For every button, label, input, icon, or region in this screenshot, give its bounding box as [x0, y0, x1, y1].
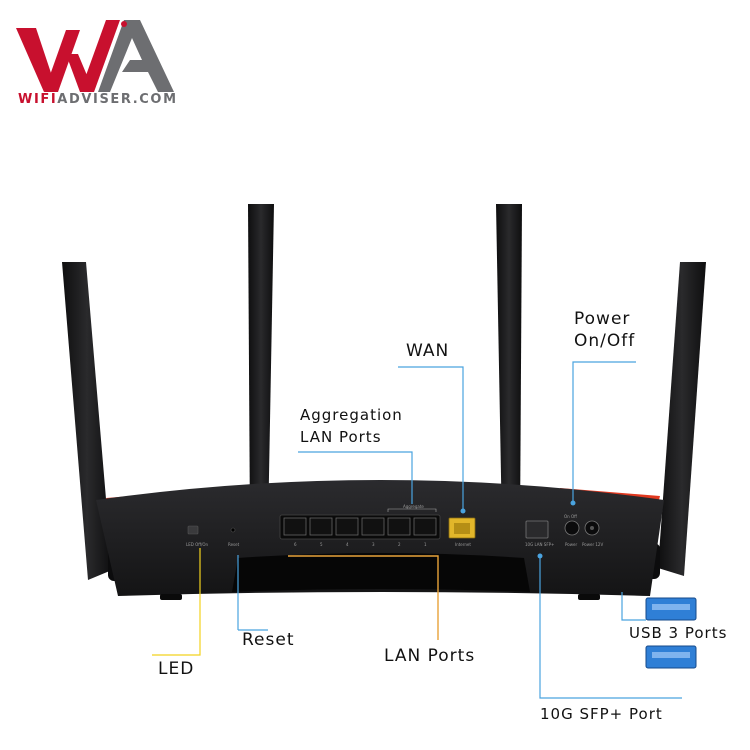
label-aggregation: Aggregation [300, 406, 403, 424]
wan-callout-dot [460, 508, 466, 514]
wan-callout-line [398, 366, 464, 510]
power-callout-line [572, 361, 636, 502]
led-switch [187, 525, 199, 535]
wifiadviser-logo [16, 20, 174, 92]
router-foot-left [160, 594, 182, 600]
power-button [564, 520, 580, 536]
sfp-callout-line [539, 556, 682, 699]
logo-dot [121, 21, 127, 27]
panel-port-1: 1 [424, 542, 427, 547]
panel-port-5: 5 [320, 542, 323, 547]
wan-port-socket [454, 523, 470, 534]
aggregate-bracket [387, 508, 437, 512]
lan-port-3 [335, 517, 359, 536]
antenna-inner-right [496, 204, 522, 530]
power-callout-dot [570, 500, 576, 506]
sfp-port [525, 520, 549, 539]
usb-callout-line [621, 592, 646, 621]
panel-led-text: LED Off/On [186, 542, 209, 547]
panel-sfp-text: 10G LAN SFP+ [525, 542, 554, 547]
reset-pinhole [230, 527, 236, 533]
led-callout-line [152, 548, 201, 656]
logo-text-adviser: ADVISER.COM [57, 92, 178, 107]
label-power: Power [574, 309, 631, 329]
label-lan-ports: LAN Ports [384, 646, 476, 666]
panel-reset-text: Reset [228, 542, 240, 547]
lan-port-4 [361, 517, 385, 536]
router-vent [232, 553, 530, 592]
logo-text-wifi: WIFI [18, 92, 58, 107]
lan-port-2 [309, 517, 333, 536]
label-led: LED [158, 659, 195, 679]
antenna-far-right [658, 262, 706, 576]
label-on-off: On/Off [574, 331, 636, 351]
sfp-callout-dot [537, 553, 543, 559]
lan-callout-line [288, 555, 439, 640]
panel-port-2: 2 [398, 542, 401, 547]
panel-port-3: 3 [372, 542, 375, 547]
usb-port-bottom-tongue [652, 652, 690, 658]
lan-port-5 [387, 517, 411, 536]
panel-power-marks: On Off [564, 514, 577, 519]
logo-a [98, 20, 174, 92]
label-aggregation-lan-ports: LAN Ports [300, 428, 382, 446]
lan-port-6 [413, 517, 437, 536]
power-jack-pin [590, 526, 594, 530]
router-foot-right [578, 594, 600, 600]
panel-aggregate-text: Aggregate [403, 504, 424, 509]
panel-power-text: Power [565, 542, 577, 547]
label-sfp-port: 10G SFP+ Port [540, 705, 663, 723]
logo-wordmark: WIFIADVISER.COM [18, 92, 178, 107]
label-usb-ports: USB 3 Ports [629, 624, 728, 642]
aggregation-callout-line [298, 451, 413, 504]
antenna-inner-left [248, 204, 274, 530]
panel-port-4: 4 [346, 542, 349, 547]
panel-internet-text: Internet [455, 542, 471, 547]
logo-w-left [16, 28, 52, 92]
label-reset: Reset [242, 630, 295, 650]
logo-w-arm [80, 20, 120, 92]
logo-w-mid [44, 30, 80, 92]
panel-power-in-text: Power 12V [582, 542, 603, 547]
usb-port-top-tongue [652, 604, 690, 610]
label-wan: WAN [406, 341, 450, 361]
lan-port-1 [283, 517, 307, 536]
panel-port-6: 6 [294, 542, 297, 547]
